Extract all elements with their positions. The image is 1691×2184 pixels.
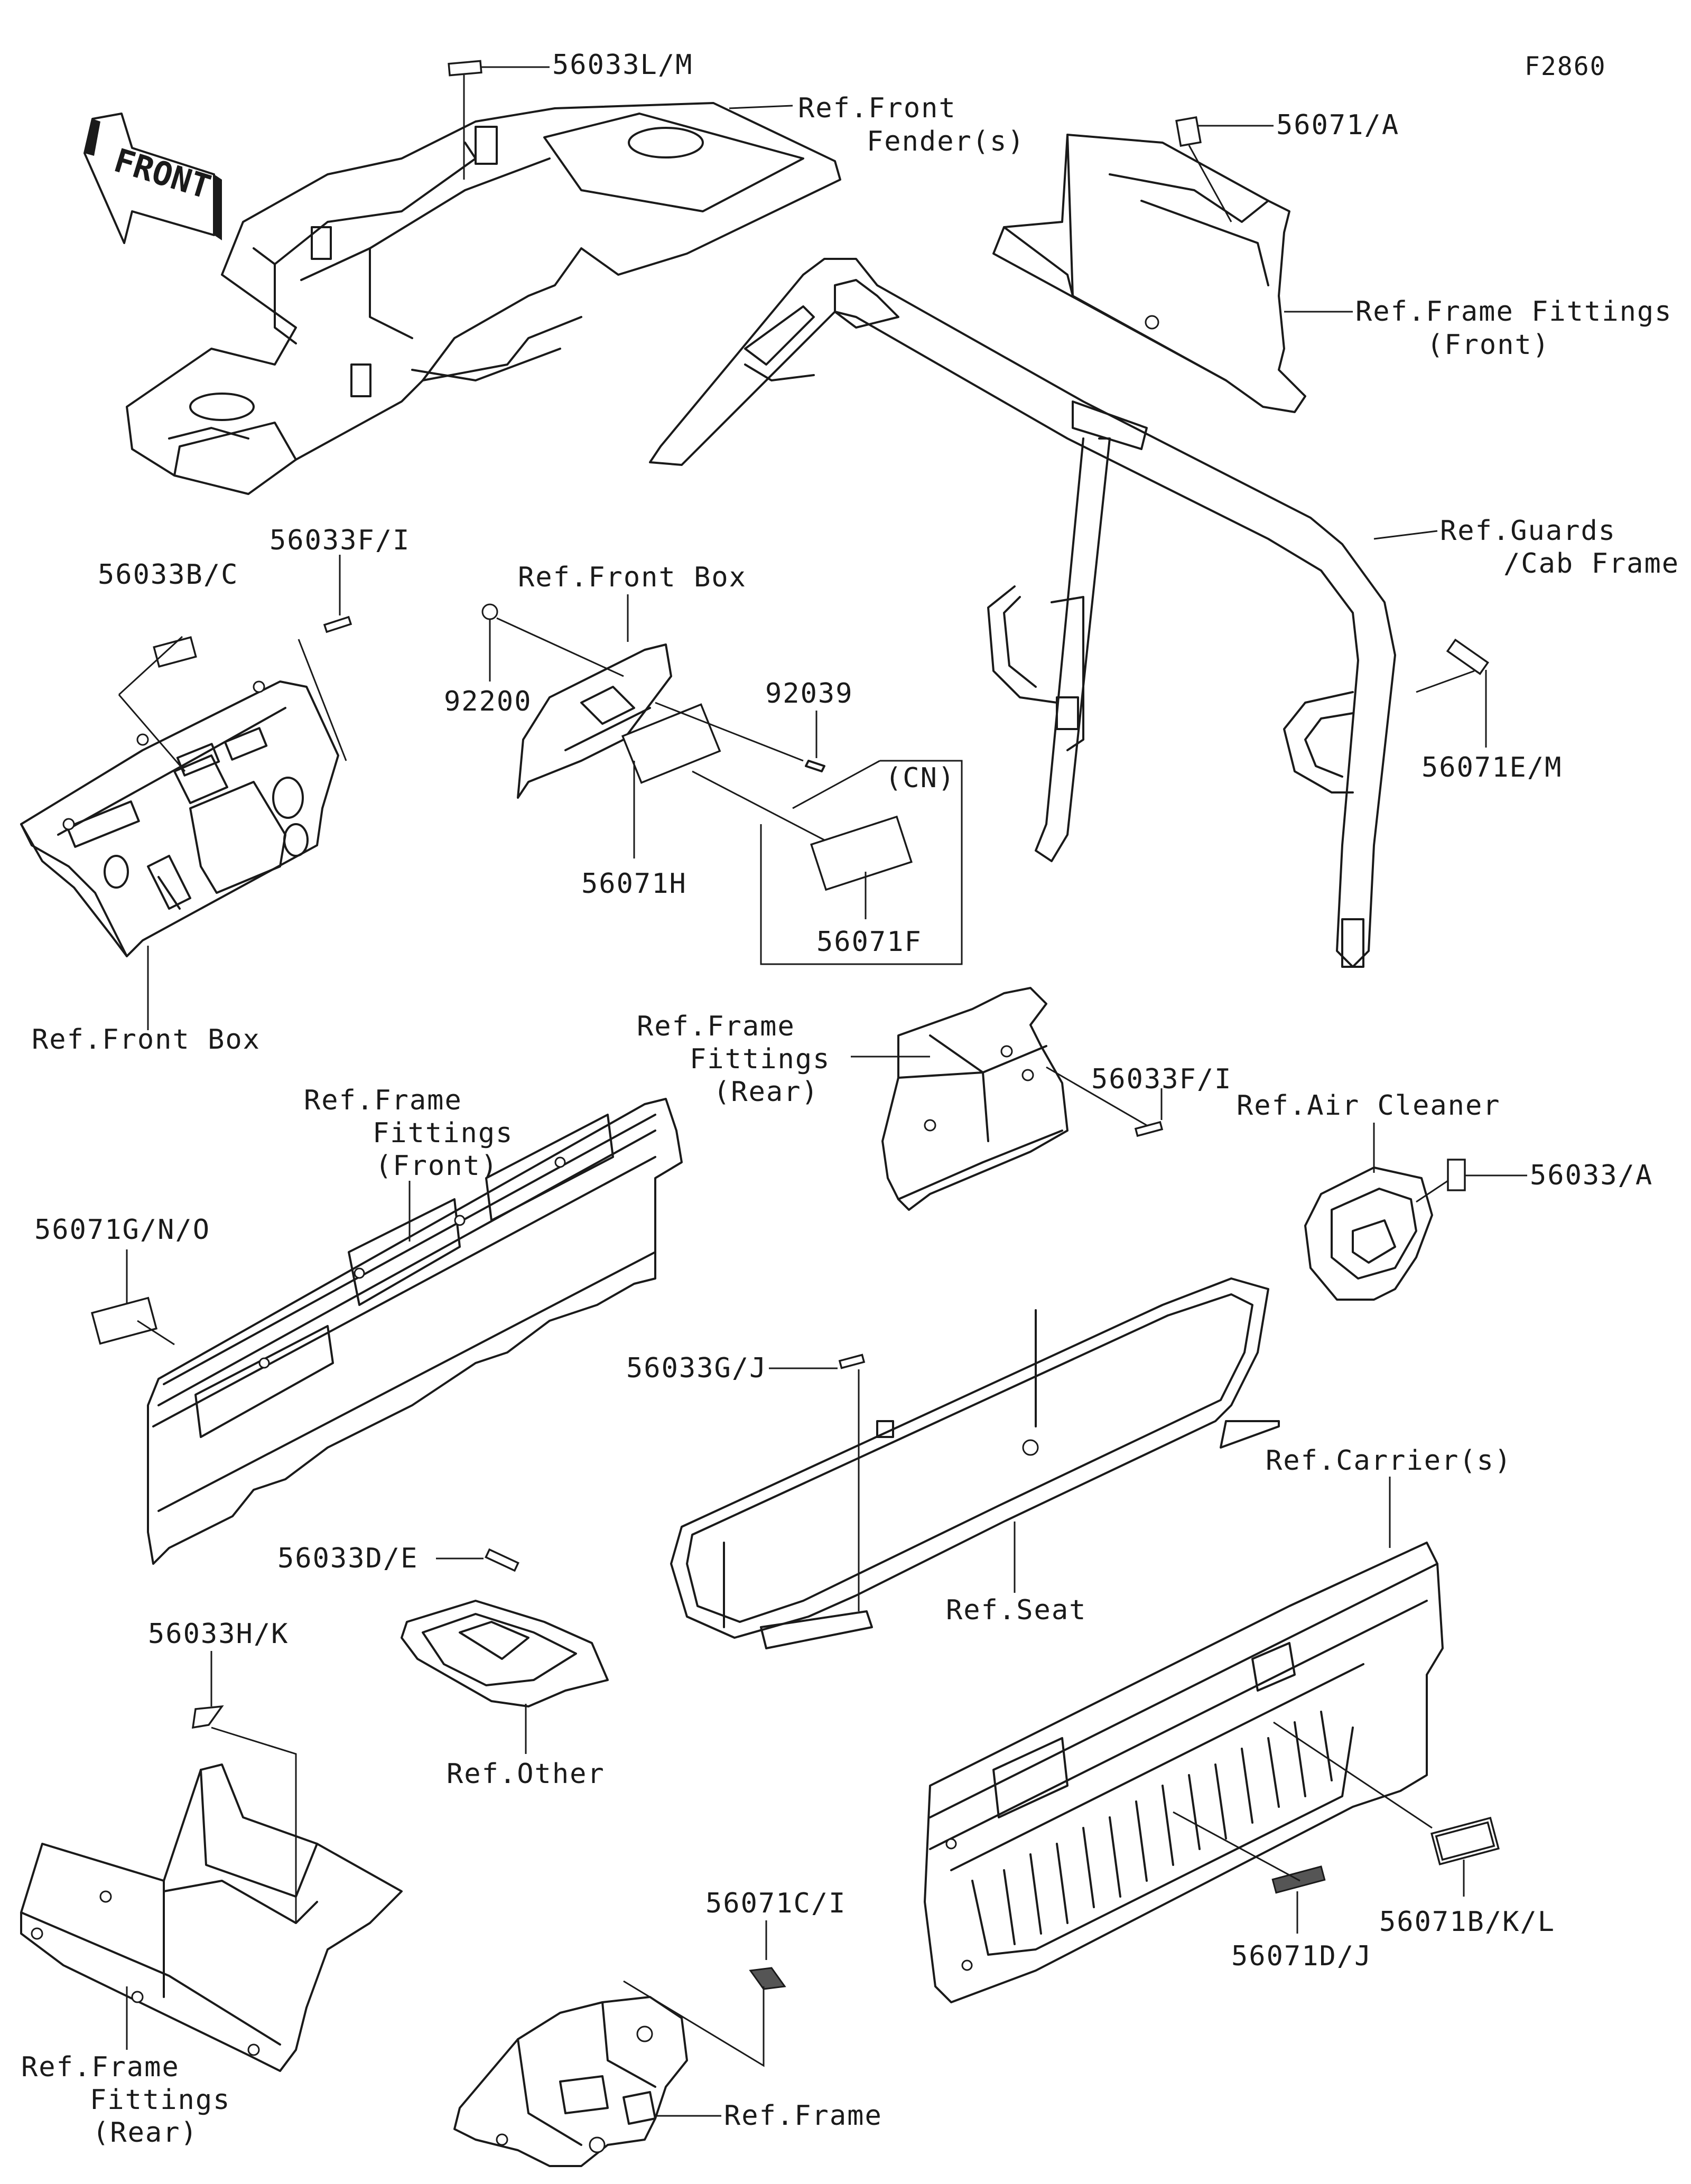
- label-56071H: 56071H: [581, 868, 687, 900]
- label-ref-front-fender-line1: Ref.Front: [798, 92, 956, 124]
- label-ref-frame-fittings-front-top-line2: (Front): [1427, 329, 1550, 361]
- decal-56033-A: [1447, 1159, 1466, 1191]
- label-56033F-I-left: 56033F/I: [270, 525, 410, 556]
- frame-fittings-rear-mid: [881, 987, 1069, 1211]
- label-56071D-J: 56071D/J: [1231, 1940, 1372, 1972]
- frame: [453, 1996, 688, 2167]
- label-ref-frame-fittings-front-mid-line1: Ref.Frame: [304, 1085, 462, 1116]
- frame-fittings-front-top: [992, 134, 1306, 413]
- label-56033H-K: 56033H/K: [148, 1618, 289, 1650]
- label-92200: 92200: [444, 686, 532, 717]
- decal-56033D-E: [485, 1548, 519, 1572]
- label-56033B-C: 56033B/C: [98, 559, 238, 591]
- label-56033D-E: 56033D/E: [277, 1543, 418, 1574]
- label-92039: 92039: [765, 678, 853, 710]
- carrier: [924, 1542, 1444, 2003]
- dashboard-front-box: [20, 680, 339, 957]
- label-ref-air-cleaner: Ref.Air Cleaner: [1237, 1090, 1501, 1122]
- label-56033-A: 56033/A: [1530, 1160, 1653, 1191]
- label-ref-front-fender-line2: Fender(s): [867, 126, 1025, 157]
- decal-56033F-I-right: [1134, 1121, 1164, 1137]
- decal-56071H: [621, 703, 721, 784]
- label-56033L-M: 56033L/M: [552, 49, 693, 81]
- label-56071F: 56071F: [816, 926, 922, 958]
- front-arrow-icon: FRONT: [83, 113, 222, 244]
- label-ref-frame-fittings-rear-mid-line2: Fittings: [690, 1043, 830, 1075]
- label-ref-guards: Ref.Guards: [1440, 515, 1616, 547]
- cab-frame-guards: [649, 258, 1396, 968]
- label-ref-frame-fittings-front-mid-line2: Fittings: [373, 1117, 513, 1149]
- label-56071-A: 56071/A: [1276, 109, 1399, 141]
- label-ref-frame-fittings-rear-bottom-line1: Ref.Frame: [21, 2051, 180, 2083]
- frame-fittings-rear-bottom: [20, 1763, 403, 2072]
- decal-56071-A: [1175, 116, 1202, 147]
- label-ref-seat: Ref.Seat: [946, 1594, 1086, 1626]
- label-ref-frame: Ref.Frame: [724, 2100, 882, 2132]
- decal-56033F-I-left: [323, 615, 352, 633]
- figure-code: F2860: [1525, 52, 1606, 81]
- label-ref-frame-fittings-rear-bottom-line3: (Rear): [92, 2117, 198, 2149]
- label-ref-frame-fittings-rear-mid-line1: Ref.Frame: [637, 1011, 795, 1042]
- other-bracket: [401, 1600, 609, 1707]
- decal-56071G-N-O: [90, 1296, 158, 1345]
- label-56071C-I: 56071C/I: [705, 1888, 846, 1919]
- label-56071B-K-L: 56071B/K/L: [1379, 1906, 1555, 1938]
- label-56071E-M: 56071E/M: [1421, 752, 1562, 783]
- label-ref-frame-fittings-front-mid-line3: (Front): [375, 1150, 498, 1182]
- decal-56033B-C: [153, 636, 197, 668]
- label-ref-cab-frame: /Cab Frame: [1503, 548, 1679, 580]
- label-56071G-N-O: 56071G/N/O: [34, 1214, 210, 1246]
- air-cleaner: [1304, 1166, 1433, 1301]
- label-ref-front-box-top: Ref.Front Box: [518, 562, 747, 593]
- decal-56033L-M: [448, 60, 482, 77]
- label-ref-carriers: Ref.Carrier(s): [1266, 1445, 1512, 1477]
- frame-fittings-front-mid: [147, 1098, 683, 1565]
- decal-56071F: [810, 815, 913, 891]
- decal-56071C-I: [749, 1967, 786, 1990]
- decal-56033G-J: [838, 1354, 866, 1369]
- label-ref-other: Ref.Other: [447, 1758, 605, 1790]
- decal-56071E-M: [1446, 638, 1490, 675]
- seat-frame: [670, 1277, 1280, 1649]
- label-cn: (CN): [885, 762, 955, 794]
- front-fender-assembly: [126, 102, 841, 495]
- label-56033F-I-right: 56033F/I: [1091, 1063, 1232, 1095]
- label-ref-frame-fittings-rear-bottom-line2: Fittings: [90, 2084, 230, 2116]
- label-ref-frame-fittings-front-top-line1: Ref.Frame Fittings: [1355, 296, 1673, 328]
- glove-box-door: [481, 603, 672, 799]
- label-56033G-J: 56033G/J: [626, 1352, 767, 1384]
- label-ref-frame-fittings-rear-mid-line3: (Rear): [713, 1076, 819, 1108]
- decal-56033H-K: [191, 1705, 224, 1729]
- label-ref-front-box-bottom: Ref.Front Box: [32, 1024, 261, 1056]
